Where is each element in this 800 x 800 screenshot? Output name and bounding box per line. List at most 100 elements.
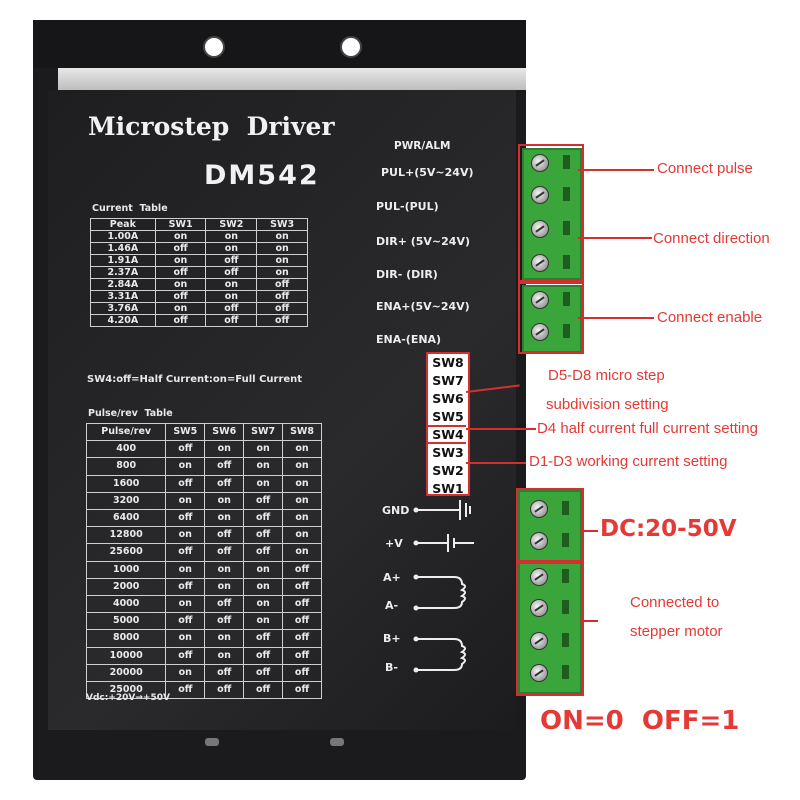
table-cell: 2.84A [90, 278, 156, 291]
table-cell: 3.76A [90, 302, 156, 315]
table-cell: off [205, 254, 258, 267]
table-cell: on [165, 629, 206, 648]
pulse-table-caption: Pulse/rev Table [88, 408, 173, 419]
table-cell: on [165, 491, 206, 511]
power-label: +V [385, 537, 403, 550]
terminal-pin [562, 665, 569, 679]
table-cell: on [165, 595, 206, 614]
terminal-pin [562, 569, 569, 583]
table-cell: off [154, 242, 207, 255]
table-cell: on [243, 612, 284, 631]
table-cell: on [205, 230, 258, 243]
table-cell: on [204, 440, 245, 459]
table-cell: 4000 [85, 595, 167, 614]
table-cell: 12800 [85, 526, 167, 545]
terminal-screw [531, 254, 549, 272]
table-cell: off [282, 612, 322, 631]
signal-label: DIR+ (5V~24V) [376, 235, 470, 248]
callout-pulse: Connect pulse [657, 160, 753, 177]
table-cell: off [205, 314, 258, 327]
terminal-screw [530, 599, 548, 617]
mounting-hole [203, 36, 225, 58]
table-cell: on [243, 595, 284, 614]
callout-half-current: D4 half current full current setting [537, 420, 758, 437]
table-cell: on [282, 457, 322, 476]
callout-line [580, 620, 598, 622]
device-model: DM542 [204, 160, 320, 191]
table-cell: off [282, 681, 322, 700]
table-cell: on [243, 560, 284, 579]
table-cell: off [282, 560, 322, 579]
table-cell: on [165, 663, 206, 683]
table-cell: 2000 [85, 577, 167, 597]
switch-divider [428, 442, 466, 444]
table-cell: 1.00A [90, 230, 156, 243]
table-cell: on [204, 629, 245, 648]
callout-on-off: ON=0 OFF=1 [540, 706, 740, 736]
terminal-pin [562, 633, 569, 647]
callout-microstep-line1: D5-D8 micro step [548, 367, 665, 384]
table-cell: 1600 [85, 474, 167, 493]
table-cell: off [165, 577, 206, 597]
table-cell: off [243, 681, 284, 700]
table-cell: on [282, 509, 322, 528]
device-title: Microstep Driver [88, 112, 335, 141]
table-cell: on [282, 440, 322, 459]
table-cell: on [282, 543, 322, 562]
table-cell: off [282, 663, 322, 683]
terminal-pin [563, 255, 570, 269]
motor-highlight-box [516, 560, 584, 696]
callout-working-current: D1-D3 working current setting [529, 453, 728, 470]
power-label: B- [385, 661, 398, 674]
table-header: Peak [90, 218, 156, 231]
callout-direction: Connect direction [653, 230, 770, 247]
table-cell: 6400 [85, 509, 167, 528]
callout-line [466, 462, 526, 464]
terminal-pin [562, 501, 569, 515]
callout-dc-voltage: DC:20-50V [600, 516, 737, 542]
enable-highlight-box [518, 282, 584, 354]
signal-label: ENA+(5V~24V) [376, 300, 470, 313]
current-table-caption: Current Table [92, 203, 168, 214]
terminal-screw [531, 323, 549, 341]
table-cell: off [243, 663, 284, 683]
table-cell: 1.46A [90, 242, 156, 255]
table-cell: off [154, 290, 207, 303]
signal-highlight-box [518, 144, 584, 282]
table-cell: on [243, 577, 284, 597]
terminal-pin [563, 292, 570, 306]
switch-label: SW4 [432, 427, 464, 442]
switch-label: SW6 [432, 391, 464, 406]
table-cell: 25600 [85, 543, 167, 562]
table-cell: on [204, 560, 245, 579]
table-cell: off [243, 491, 284, 511]
table-header: SW6 [204, 422, 245, 442]
table-cell: on [165, 526, 206, 545]
table-cell: off [282, 595, 322, 614]
callout-line [578, 169, 654, 171]
pwr-alm-label: PWR/ALM [394, 140, 451, 152]
table-cell: off [165, 440, 206, 459]
table-header: SW2 [205, 218, 258, 231]
table-cell: off [256, 314, 308, 327]
table-cell: 1000 [85, 560, 167, 579]
table-cell: off [243, 629, 284, 648]
callout-line [580, 530, 598, 532]
table-cell: 25000 [85, 681, 167, 700]
table-header: SW1 [154, 218, 207, 231]
table-cell: off [205, 302, 258, 315]
table-cell: on [243, 457, 284, 476]
table-cell: off [204, 663, 245, 683]
table-cell: off [256, 278, 308, 291]
callout-line [578, 317, 654, 319]
table-cell: off [205, 266, 258, 279]
